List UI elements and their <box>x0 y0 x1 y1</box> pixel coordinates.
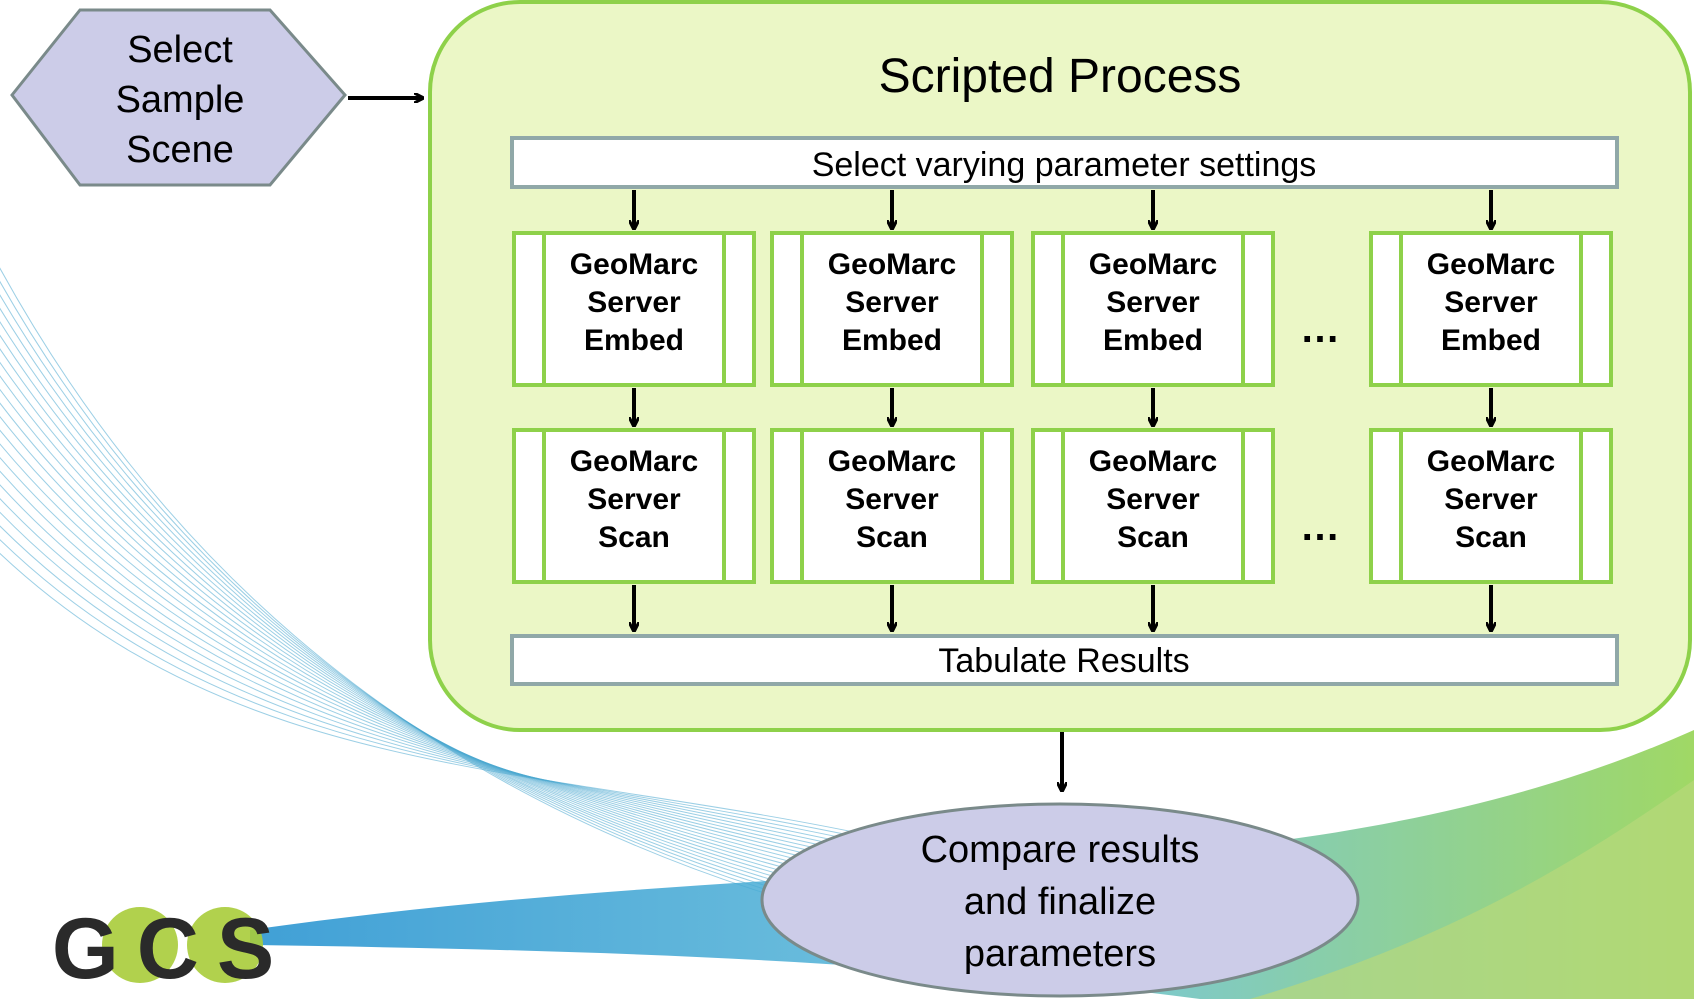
ellipsis-scan-row: … <box>1300 505 1340 549</box>
subprocess-outer <box>1369 428 1613 584</box>
background-curve-line <box>0 497 901 860</box>
scan-label-line-1: GeoMarc <box>1089 445 1217 478</box>
scan-label-line-3: Scan <box>1117 521 1189 554</box>
scan-label-line-3: Scan <box>856 521 928 554</box>
gcs-logo-text: GCS <box>52 901 292 997</box>
logo-circle <box>187 907 263 983</box>
scan-label-line-2: Server <box>587 483 681 516</box>
background-curve-line <box>0 267 901 931</box>
background-curve-line <box>0 294 901 923</box>
embed-label-line-2: Server <box>1444 286 1538 319</box>
background-curve-line <box>0 511 901 855</box>
hexagon-shape <box>10 8 347 187</box>
embed-label-line-2: Server <box>587 286 681 319</box>
tabulate-results-bar: Tabulate Results <box>510 634 1619 686</box>
start-line-3: Scene <box>126 129 234 171</box>
subprocess-outer <box>1031 428 1275 584</box>
select-sample-scene-node: Select Sample Scene <box>10 8 347 187</box>
subprocess-outer <box>770 231 1014 387</box>
ellipsis-embed-row: … <box>1300 307 1340 351</box>
select-bar-box <box>510 136 1619 189</box>
end-line-3: parameters <box>964 933 1156 975</box>
background-curve-line <box>0 552 901 843</box>
background-curve-line <box>0 484 901 864</box>
background-curve-line <box>0 375 901 897</box>
logo-circle <box>102 907 178 983</box>
embed-label-line-2: Server <box>845 286 939 319</box>
scan-label-line-2: Server <box>1106 483 1200 516</box>
background-curve-line <box>0 334 901 910</box>
subprocess-outer <box>770 428 1014 584</box>
background-curve-line <box>0 525 901 851</box>
scan-label-line-1: GeoMarc <box>570 445 698 478</box>
embed-label-line-1: GeoMarc <box>570 248 698 281</box>
end-ellipse-shape <box>760 802 1360 998</box>
background-curve-line <box>0 402 901 889</box>
background-curve-line <box>0 321 901 914</box>
background-curve-line <box>0 456 901 872</box>
background-curve-line <box>0 307 901 918</box>
embed-label-line-3: Embed <box>1441 324 1541 357</box>
green-swoosh <box>1250 780 1694 999</box>
embed-label-line-3: Embed <box>842 324 942 357</box>
server-columns: GeoMarcServerEmbedGeoMarcServerScanGeoMa… <box>512 190 1613 630</box>
scan-label-line-2: Server <box>1444 483 1538 516</box>
select-parameters-bar: Select varying parameter settings <box>510 136 1619 189</box>
embed-label-line-3: Embed <box>584 324 684 357</box>
background-curves <box>0 267 901 931</box>
process-title: Scripted Process <box>879 50 1242 103</box>
background-curve-line <box>0 429 901 881</box>
compare-results-node: Compare results and finalize parameters <box>760 802 1360 998</box>
subprocess-outer <box>1369 231 1613 387</box>
embed-label-line-1: GeoMarc <box>1427 248 1555 281</box>
tabulate-bar-label: Tabulate Results <box>938 642 1189 680</box>
background-curve-line <box>0 348 901 906</box>
start-line-1: Select <box>127 29 233 71</box>
subprocess-outer <box>512 231 756 387</box>
scan-label-line-1: GeoMarc <box>1427 445 1555 478</box>
scan-label-line-1: GeoMarc <box>828 445 956 478</box>
subprocess-outer <box>512 428 756 584</box>
embed-label-line-1: GeoMarc <box>1089 248 1217 281</box>
embed-label-line-3: Embed <box>1103 324 1203 357</box>
end-line-1: Compare results <box>921 829 1200 871</box>
scan-label-line-3: Scan <box>1455 521 1527 554</box>
end-line-2: and finalize <box>964 881 1156 923</box>
embed-label-line-1: GeoMarc <box>828 248 956 281</box>
background-curve-line <box>0 280 901 927</box>
background-curve-line <box>0 415 901 885</box>
background-curve-line <box>0 388 901 893</box>
start-line-2: Sample <box>116 79 245 121</box>
background-curve-line <box>0 538 901 847</box>
scan-label-line-3: Scan <box>598 521 670 554</box>
embed-label-line-2: Server <box>1106 286 1200 319</box>
scan-label-line-2: Server <box>845 483 939 516</box>
select-bar-label: Select varying parameter settings <box>812 146 1317 184</box>
background-curve-line <box>0 470 901 868</box>
subprocess-outer <box>1031 231 1275 387</box>
tabulate-bar-box <box>510 634 1619 686</box>
background-curve-line <box>0 361 901 902</box>
gcs-logo: GCS <box>52 901 292 997</box>
background-curve-line <box>0 443 901 876</box>
